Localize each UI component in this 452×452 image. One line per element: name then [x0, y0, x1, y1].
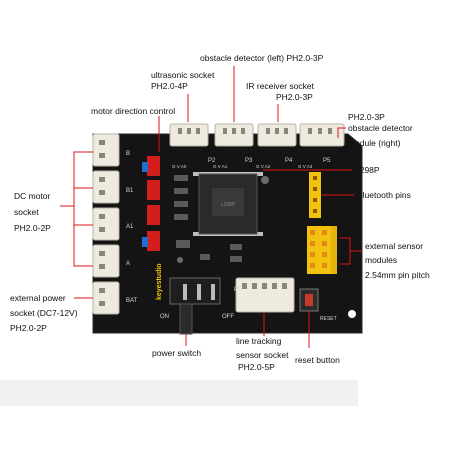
label-dc-motor-line2: socket	[14, 207, 39, 217]
callout-lines	[60, 66, 362, 348]
right-headers	[307, 172, 337, 274]
ir-connector	[257, 123, 297, 147]
label-ultrasonic-line2: PH2.0-4P	[151, 81, 188, 91]
brand-logo: keyestudio	[156, 263, 163, 300]
label-ext-power-line1: external power	[10, 293, 66, 303]
label-ir-line1: IR receiver socket	[246, 81, 315, 91]
mount-hole	[348, 310, 356, 318]
l298p-chip: L298P	[193, 172, 263, 236]
silk-b1: B1	[126, 188, 134, 194]
motor-b1-connector	[92, 170, 120, 204]
silk-off: OFF	[222, 314, 234, 320]
label-ir-line2: PH2.0-3P	[276, 92, 313, 102]
silk-bat: BAT	[126, 298, 138, 304]
label-ultrasonic-line1: ultrasonic socket	[151, 70, 215, 80]
label-line-tracking-line3: PH2.0-5P	[238, 362, 275, 372]
callout-dc-motor	[73, 151, 93, 267]
silk-pins: G V A2	[256, 164, 271, 169]
label-line-tracking-line2: sensor socket	[236, 350, 289, 360]
line-tracking-connector	[235, 277, 295, 313]
silk-a1: A1	[126, 224, 134, 230]
bluetooth-header	[309, 172, 321, 218]
switch-red	[147, 156, 160, 176]
silk-reset: RESET	[320, 316, 337, 322]
silk-p2: P2	[208, 158, 216, 164]
label-dc-motor-line3: PH2.0-2P	[14, 223, 51, 233]
ultrasonic-connector	[169, 123, 209, 147]
silk-pins: G V A0	[172, 164, 187, 169]
motor-connectors	[92, 133, 120, 315]
label-obstacle-right-line3: module (right)	[348, 138, 401, 148]
silk-pins: G V A1	[213, 164, 228, 169]
label-obstacle-right-line2: obstacle detector	[348, 123, 413, 133]
silk-p1: P1	[234, 287, 242, 293]
label-ext-power-line3: PH2.0-2P	[10, 323, 47, 333]
label-power-switch: power switch	[152, 348, 202, 358]
switch-red	[147, 205, 160, 225]
smd-parts	[174, 175, 269, 263]
label-bluetooth: Bluetooth pins	[357, 190, 411, 200]
silk-p4: P4	[285, 158, 293, 164]
power-connector	[92, 281, 120, 315]
direction-switches	[142, 156, 160, 251]
obstacle-left-connector	[214, 123, 254, 147]
label-obstacle-right-line1: PH2.0-3P	[348, 112, 385, 122]
switch-red	[147, 180, 160, 200]
bottom-band	[0, 380, 358, 406]
switch-red	[147, 231, 160, 251]
obstacle-right-connector	[299, 123, 345, 147]
switch-blue	[142, 237, 148, 247]
motor-b-connector	[92, 133, 120, 167]
label-dc-motor-line1: DC motor	[14, 191, 51, 201]
label-line-tracking-line1: line tracking	[236, 336, 282, 346]
silk-p3: P3	[245, 158, 253, 164]
label-ext-sensor-line2: modules	[365, 255, 398, 265]
motor-a1-connector	[92, 207, 120, 241]
silk-on: ON	[160, 314, 169, 320]
label-l298p: L298P	[355, 165, 380, 175]
svg-text:L298P: L298P	[221, 202, 236, 208]
silk-p5: P5	[323, 158, 331, 164]
label-ext-power-line2: socket (DC7-12V)	[10, 308, 78, 318]
label-ext-sensor-line1: external sensor	[365, 241, 424, 251]
label-reset-button: reset button	[295, 355, 340, 365]
silk-a: A	[126, 261, 130, 267]
silk-pins: G V A3	[298, 164, 313, 169]
silk-b: B	[126, 151, 130, 157]
bottom-parts	[169, 277, 319, 335]
label-ext-sensor-line3: 2.54mm pin pitch	[365, 270, 430, 280]
power-switch-lever	[179, 303, 193, 335]
switch-blue	[142, 162, 148, 172]
callout-obstacle-right	[337, 127, 346, 138]
silkscreen: P2 P3 P4 P5 P1 B B1 A1 A BAT ON OFF RESE…	[126, 151, 337, 322]
motor-a-connector	[92, 244, 120, 278]
top-connectors	[169, 123, 345, 147]
label-obstacle-left: obstacle detector (left) PH2.0-3P	[200, 53, 324, 63]
label-motor-direction: motor direction control	[91, 106, 176, 116]
